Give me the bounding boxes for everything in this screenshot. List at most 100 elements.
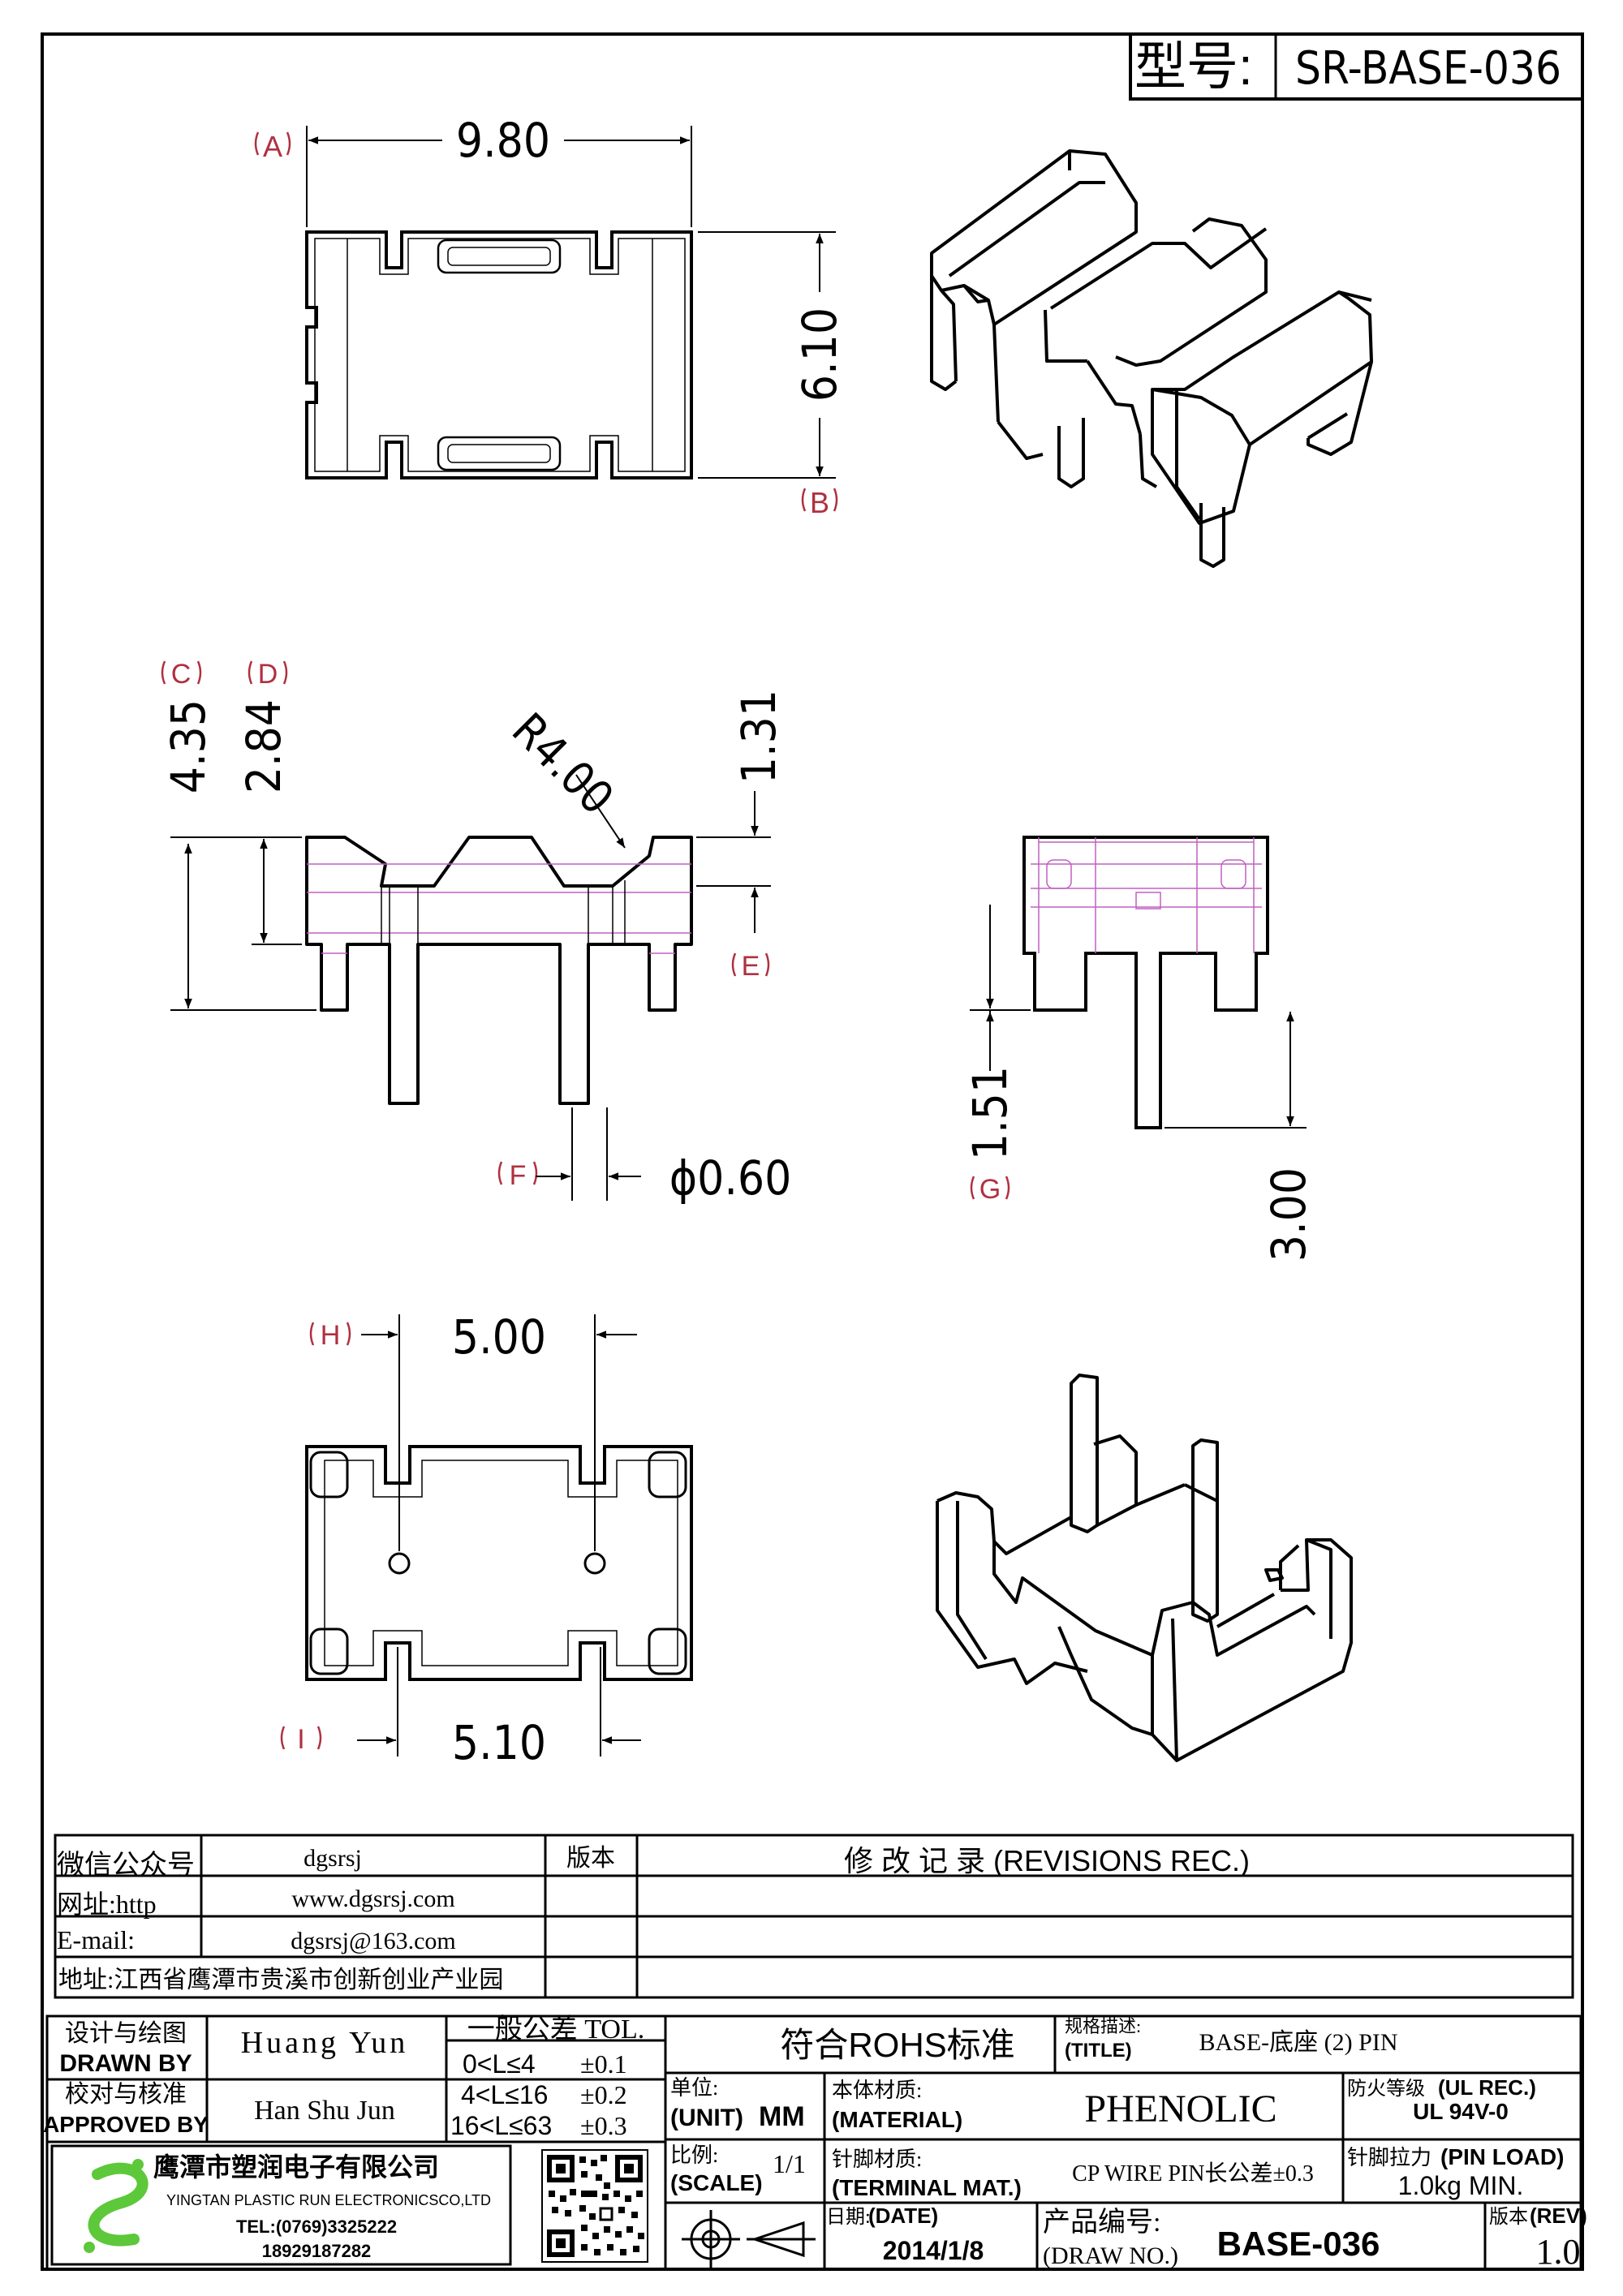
company-mobile: 18929187282: [262, 2241, 372, 2261]
approved-by-cn: 校对与核准: [65, 2081, 187, 2108]
label-i: I: [297, 1724, 304, 1755]
draw-number-cn: 产品编号:: [1043, 2207, 1160, 2238]
title-en: (TITLE): [1065, 2040, 1132, 2062]
label-a: A: [263, 130, 282, 163]
label-g: G: [979, 1174, 1001, 1205]
model-header: 型号: SR-BASE-036: [1129, 32, 1584, 101]
tolerance-value-3: ±0.3: [580, 2111, 627, 2140]
top-view: [305, 230, 693, 479]
website-value: www.dgsrsj.com: [291, 1885, 454, 1912]
terminal-value: CP WIRE PIN长公差±0.3: [1072, 2161, 1314, 2186]
date-en: (DATE): [868, 2204, 938, 2228]
rohs-compliance: 符合ROHS标准: [780, 2026, 1014, 2064]
label-d: D: [258, 659, 278, 690]
qr-code: [541, 2149, 648, 2263]
revision-en: (REV): [1530, 2204, 1587, 2228]
label-f: F: [510, 1160, 527, 1191]
pitch-top-dimension: 5.00: [452, 1309, 546, 1365]
front-view-hidden-lines: [307, 863, 691, 954]
approved-by-name: Han Shu Jun: [254, 2096, 395, 2126]
material-cn: 本体材质:: [832, 2079, 922, 2102]
terminal-cn: 针脚材质:: [832, 2148, 922, 2171]
material-value: PHENOLIC: [1084, 2087, 1276, 2130]
height-low-dimension: 2.84: [236, 699, 291, 793]
approved-by-en: APPROVED BY: [43, 2112, 209, 2137]
drawn-by-en: DRAWN BY: [59, 2050, 192, 2077]
bottom-view-inner: [309, 1451, 687, 1675]
iso-view-bottom: [936, 1374, 1353, 1762]
company-logo: [84, 2159, 149, 2253]
tolerance-value-1: ±0.1: [580, 2049, 627, 2079]
pin-load-en: (PIN LOAD): [1440, 2144, 1564, 2169]
notch-depth-dimension: 1.31: [731, 690, 786, 784]
pin-diameter-dimension: ϕ0.60: [669, 1150, 792, 1206]
label-e: E: [742, 951, 760, 982]
company-tel: TEL:(0769)3325222: [236, 2216, 397, 2237]
model-value: SR-BASE-036: [1295, 42, 1561, 95]
pin-load-cn: 针脚拉力: [1347, 2146, 1431, 2169]
date-cn: 日期:: [826, 2207, 871, 2228]
wechat-label: 微信公众号: [57, 1850, 195, 1881]
company-name-cn: 鹰潭市塑润电子有限公司: [153, 2152, 439, 2182]
label-c: C: [171, 659, 192, 690]
revisions-header: 修 改 记 录 (REVISIONS REC.): [844, 1844, 1250, 1877]
label-h: H: [321, 1320, 341, 1351]
terminal-en: (TERMINAL MAT.): [832, 2175, 1022, 2200]
front-view-dimensions: [170, 774, 771, 1201]
title-value: BASE-底座 (2) PIN: [1199, 2029, 1398, 2056]
bottom-view-dimensions: [357, 1314, 641, 1756]
projection-symbol: [682, 2210, 816, 2268]
label-b: B: [810, 486, 829, 519]
unit-cn: 单位:: [670, 2076, 718, 2100]
side-view: [1022, 836, 1269, 1129]
height-total-dimension: 4.35: [161, 699, 216, 793]
fire-rating-value: UL 94V-0: [1413, 2099, 1509, 2124]
standoff-dimension: 1.51: [962, 1066, 1018, 1160]
revision-value: 1.0: [1536, 2232, 1581, 2272]
label-brackets: [161, 131, 1010, 1750]
info-table: [54, 1834, 1574, 1999]
bottom-view: [305, 1445, 693, 1681]
unit-value: MM: [759, 2101, 805, 2132]
model-label: 型号:: [1134, 37, 1253, 96]
scale-cn: 比例:: [670, 2143, 718, 2167]
side-view-dimensions: [970, 905, 1307, 1129]
tolerance-range-1: 0<L≤4: [463, 2049, 536, 2079]
fire-rating-cn: 防火等级: [1347, 2078, 1425, 2100]
drawn-by-cn: 设计与绘图: [65, 2020, 187, 2047]
fire-rating-en: (UL REC.): [1438, 2075, 1536, 2100]
revision-cn: 版本: [1489, 2206, 1528, 2228]
email-value: dgsrsj@163.com: [291, 1928, 455, 1954]
version-header: 版本: [566, 1845, 615, 1872]
website-label: 网址:http: [57, 1890, 157, 1919]
draw-number-en: (DRAW NO.): [1043, 2242, 1178, 2269]
drawn-by-name: Huang Yun: [241, 2026, 409, 2060]
tolerance-range-3: 16<L≤63: [450, 2111, 552, 2140]
front-view-inner-lines: [381, 880, 626, 944]
width-dimension: 9.80: [456, 113, 550, 168]
top-view-dimensions: [306, 126, 836, 479]
tolerance-title: 一般公差 TOL.: [467, 2014, 644, 2044]
wechat-value: dgsrsj: [304, 1845, 362, 1872]
side-view-hidden-lines: [1031, 837, 1262, 953]
material-en: (MATERIAL): [832, 2107, 962, 2132]
pitch-bottom-dimension: 5.10: [452, 1715, 546, 1770]
scale-value: 1/1: [773, 2149, 806, 2178]
scale-en: (SCALE): [670, 2170, 763, 2195]
title-block-grid: [45, 2014, 1582, 2271]
pin-length-dimension: 3.00: [1261, 1167, 1316, 1262]
draw-number-value: BASE-036: [1217, 2225, 1380, 2263]
company-name-en: YINGTAN PLASTIC RUN ELECTRONICSCO,LTD: [166, 2192, 491, 2208]
email-label: E-mail:: [57, 1925, 135, 1954]
tolerance-range-2: 4<L≤16: [461, 2080, 548, 2109]
iso-view-top: [930, 149, 1373, 568]
front-view: [305, 836, 693, 1105]
address: 地址:江西省鹰潭市贵溪市创新创业产业园: [58, 1967, 503, 1993]
tolerance-value-2: ±0.2: [580, 2080, 627, 2109]
pin-load-value: 1.0kg MIN.: [1398, 2171, 1524, 2200]
depth-dimension: 6.10: [792, 307, 847, 402]
radius-dimension: R4.00: [502, 703, 623, 825]
unit-en: (UNIT): [670, 2105, 743, 2131]
date-value: 2014/1/8: [883, 2236, 984, 2265]
